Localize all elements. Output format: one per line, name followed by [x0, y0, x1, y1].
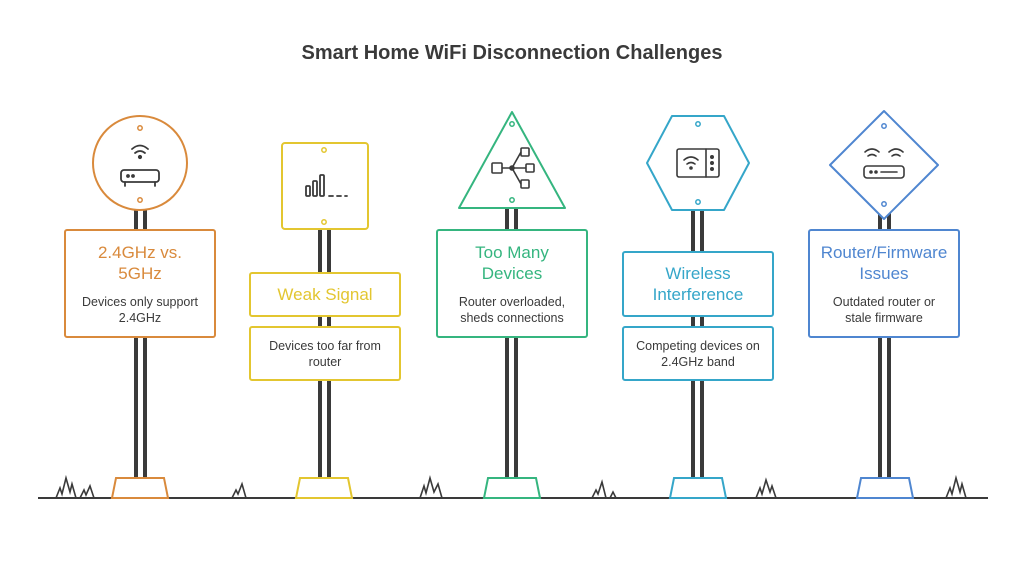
sign-1-panel — [92, 115, 188, 211]
wifi-device-icon — [676, 148, 720, 178]
sign-1-heading: 2.4GHz vs. 5GHz — [97, 242, 183, 283]
sign-2-body-box: Devices too far from router — [249, 326, 401, 381]
sign-5-body: Outdated router or stale firmware — [832, 294, 936, 325]
network-hub-icon — [491, 147, 535, 189]
sign-4-heading: Wireless Interference — [652, 264, 744, 304]
sign-2-base — [294, 477, 354, 499]
sign-5-heading: Router/Firmware Issues — [820, 242, 948, 283]
sign-4-base — [668, 477, 728, 499]
sign-3-panel — [458, 111, 566, 209]
sign-4-body-box: Competing devices on 2.4GHz band — [622, 326, 774, 381]
sign-5-base — [855, 477, 915, 499]
signal-bars-icon — [305, 174, 348, 197]
sign-3-heading: Too Many Devices — [475, 242, 549, 283]
sign-1-body: Devices only support 2.4GHz — [81, 294, 199, 325]
sign-3-box: Too Many Devices Router overloaded, shed… — [436, 229, 588, 338]
grass-tufts — [55, 474, 967, 499]
sign-3-base — [482, 477, 542, 499]
router-icon — [120, 144, 160, 187]
sign-3-body: Router overloaded, sheds connections — [458, 294, 566, 325]
signpost-2 — [281, 142, 369, 499]
sign-2-body: Devices too far from router — [269, 338, 381, 369]
sign-5-box: Router/Firmware Issues Outdated router o… — [808, 229, 960, 338]
sign-2-panel — [281, 142, 369, 230]
signpost-3 — [458, 111, 566, 499]
sign-4-panel — [646, 115, 750, 211]
signpost-1 — [92, 115, 188, 499]
sign-1-box: 2.4GHz vs. 5GHz Devices only support 2.4… — [64, 229, 216, 338]
sign-2-heading-box: Weak Signal — [249, 272, 401, 317]
sign-2-heading: Weak Signal — [277, 285, 373, 304]
sign-1-base — [110, 477, 170, 499]
dual-wifi-router-icon — [863, 148, 905, 179]
sign-4-body: Competing devices on 2.4GHz band — [636, 338, 760, 369]
signpost-5 — [829, 110, 939, 499]
sign-4-heading-box: Wireless Interference — [622, 251, 774, 317]
page-title: Smart Home WiFi Disconnection Challenges — [301, 42, 723, 64]
sign-5-panel — [829, 110, 939, 220]
